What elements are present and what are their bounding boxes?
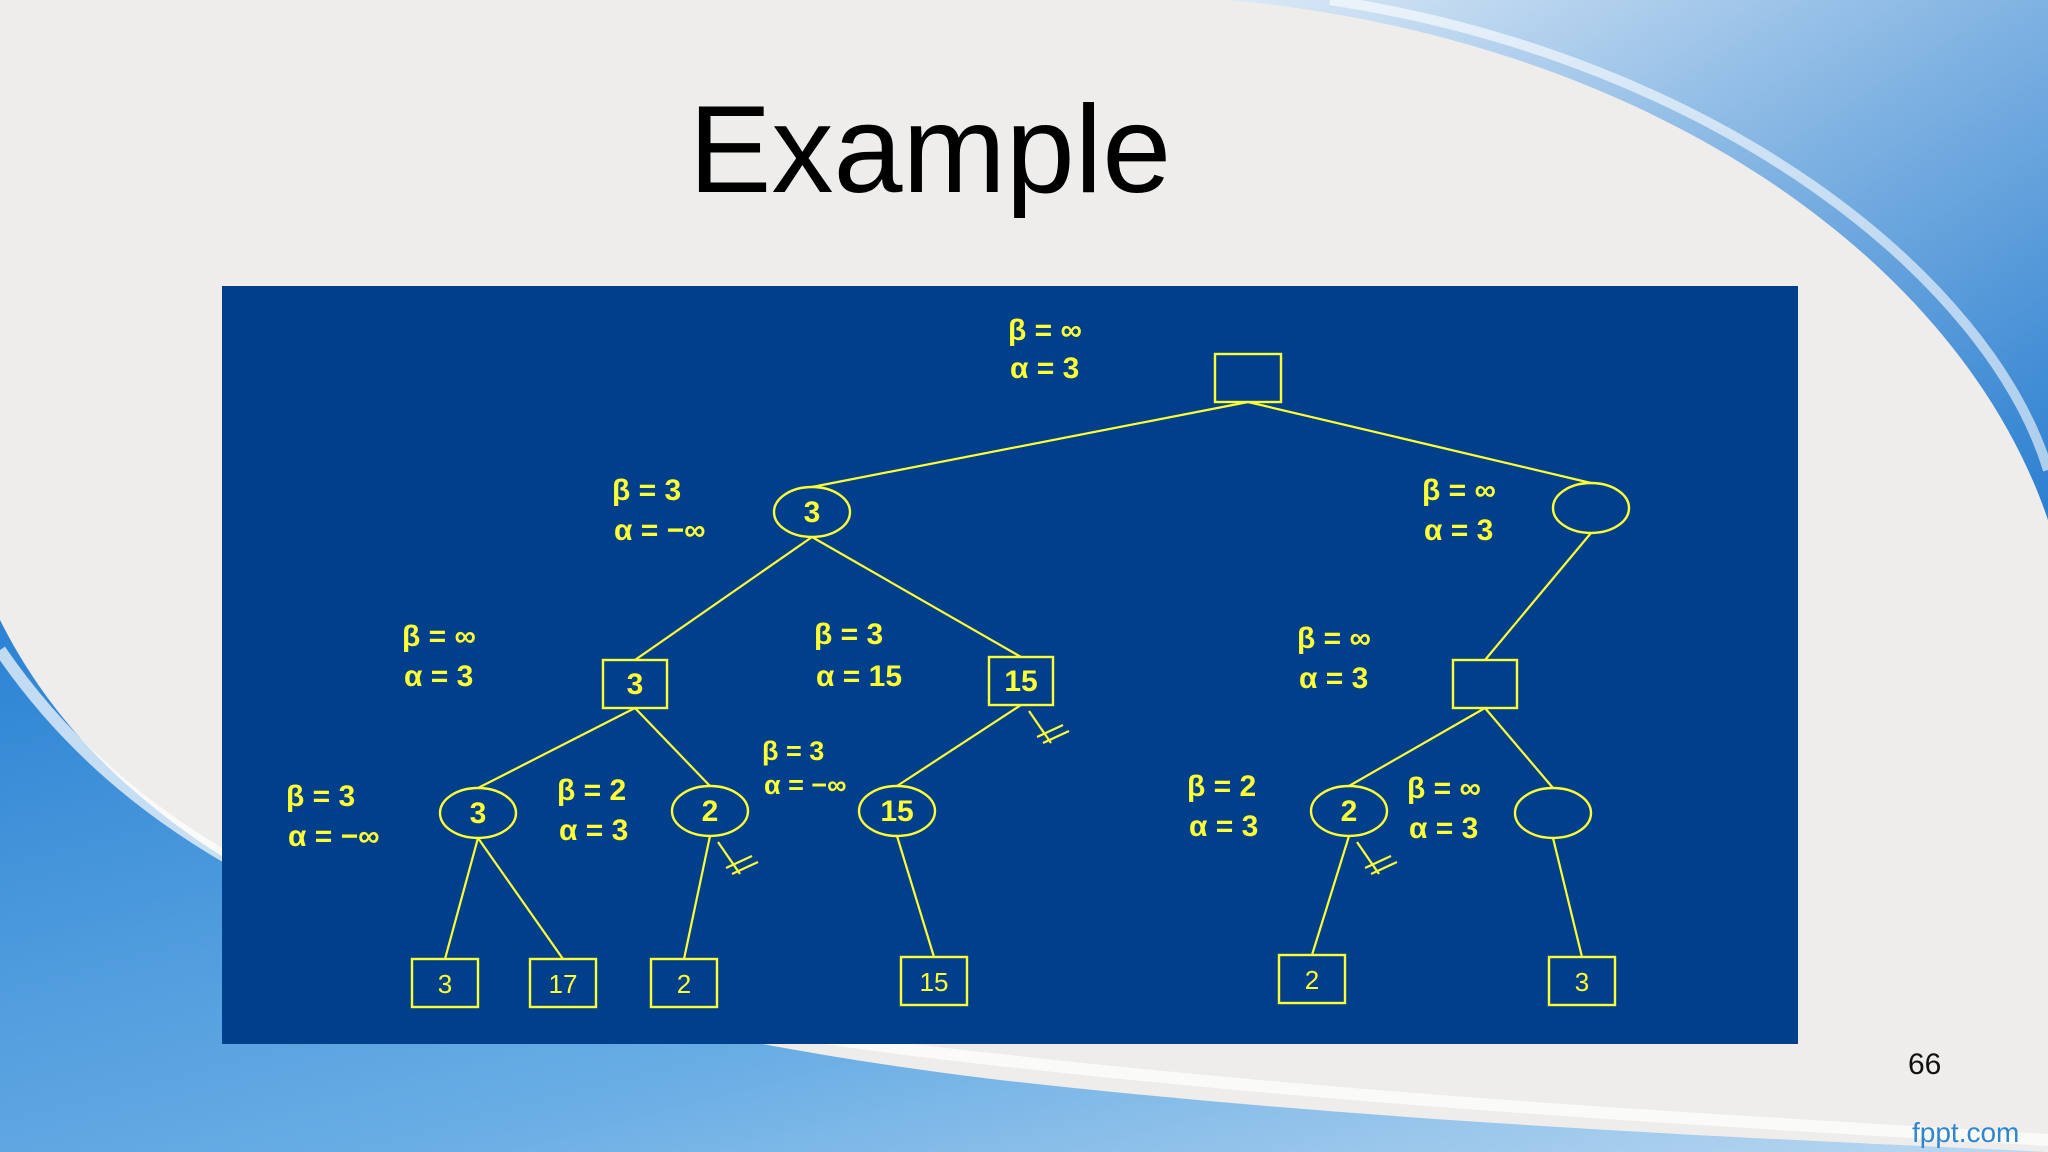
alpha-label-c1: α = −∞ [288,820,380,853]
node-value-l1: 3 [438,969,452,999]
node-value-c2: 2 [702,795,719,828]
tree-edge-n_lr-c3 [896,704,1022,787]
alpha-label-c3: α = −∞ [764,770,846,800]
beta-label-c4: β = 2 [1187,770,1256,803]
alpha-label-n_lr: α = 15 [816,660,902,693]
alpha-label-n_right: α = 3 [1424,514,1493,547]
node-value-n_ll: 3 [627,668,644,701]
node-value-c3: 15 [880,795,913,828]
alpha-beta-tree: β = ∞ α = 3 3 β = 3 α = −∞ β = ∞ α = 3 3 β = ∞ α … [286,314,1631,1009]
beta-label-c5: β = ∞ [1407,772,1481,805]
page-number: 66 [1908,1048,1942,1081]
tree-edge-c1-l1 [443,837,480,960]
node-value-c1: 3 [470,797,487,830]
alpha-label-n_left: α = −∞ [614,514,706,547]
tree-node-l4: 15 [899,955,969,1007]
beta-label-c2: β = 2 [557,774,626,807]
beta-label-c1: β = 3 [286,780,355,813]
node-value-l2: 17 [549,969,578,999]
alpha-label-root: α = 3 [1010,352,1079,385]
node-value-l5: 2 [1305,965,1319,995]
prune-mark-n_lr [1028,710,1070,744]
tree-edge-n_right-n_r1 [1484,532,1592,661]
tree-edge-n_left-n_lr [811,536,1022,658]
tree-node-c2: 2 [670,784,750,838]
prune-mark-c4 [1356,841,1398,875]
tree-node-n_right [1551,481,1631,535]
node-value-l6: 3 [1575,967,1589,997]
slide-title: Example [688,81,1172,219]
beta-label-n_ll: β = ∞ [402,620,476,653]
tree-edge-root-n_left [811,400,1249,489]
tree-node-l6: 3 [1547,955,1617,1007]
tree-node-l3: 2 [649,957,719,1009]
alpha-label-n_ll: α = 3 [404,660,473,693]
tree-edge-c5-l6 [1551,837,1584,958]
tree-node-n_lr: 15 [987,655,1055,707]
tree-node-l1: 3 [410,957,480,1009]
tree-edge-n_ll-c2 [634,707,711,787]
beta-label-root: β = ∞ [1008,314,1082,347]
tree-edge-root-n_right [1247,400,1592,485]
node-value-n_lr: 15 [1004,665,1037,698]
tree-node-c5 [1513,786,1593,840]
beta-label-n_r1: β = ∞ [1297,622,1371,655]
brand-watermark: fppt.com [1912,1117,2020,1148]
alpha-label-n_r1: α = 3 [1299,662,1368,695]
alpha-label-c4: α = 3 [1189,810,1258,843]
tree-edge-c2-l3 [682,835,712,960]
tree-node-l5: 2 [1277,953,1347,1005]
tree-edge-c3-l4 [895,835,936,958]
tree-node-l2: 17 [528,957,598,1009]
node-value-l4: 15 [920,967,949,997]
beta-label-n_lr: β = 3 [814,618,883,651]
tree-edge-n_ll-c1 [477,707,636,789]
tree-edge-c4-l5 [1310,835,1351,956]
tree-edge-n_left-n_ll [634,536,813,661]
node-value-c4: 2 [1341,795,1358,828]
tree-edge-c1-l2 [477,837,564,960]
tree-node-c1: 3 [438,786,518,840]
node-value-n_left: 3 [804,496,821,529]
tree-node-n_left: 3 [772,485,852,539]
beta-label-c3: β = 3 [762,736,824,766]
alpha-label-c2: α = 3 [559,814,628,847]
tree-node-root [1213,352,1283,404]
tree-node-n_ll: 3 [601,658,669,710]
tree-edge-n_r1-c4 [1348,707,1486,787]
prune-mark-c2 [717,841,759,875]
node-value-l3: 2 [677,969,691,999]
alpha-label-c5: α = 3 [1409,812,1478,845]
beta-label-n_right: β = ∞ [1422,474,1496,507]
alpha-beta-tree-panel: β = ∞ α = 3 3 β = 3 α = −∞ β = ∞ α = 3 3 β = ∞ α … [222,286,1798,1044]
beta-label-n_left: β = 3 [612,474,681,507]
tree-edge-n_r1-c5 [1484,707,1554,789]
tree-node-c4: 2 [1309,784,1389,838]
tree-node-n_r1 [1451,658,1519,710]
tree-node-c3: 15 [857,784,937,838]
